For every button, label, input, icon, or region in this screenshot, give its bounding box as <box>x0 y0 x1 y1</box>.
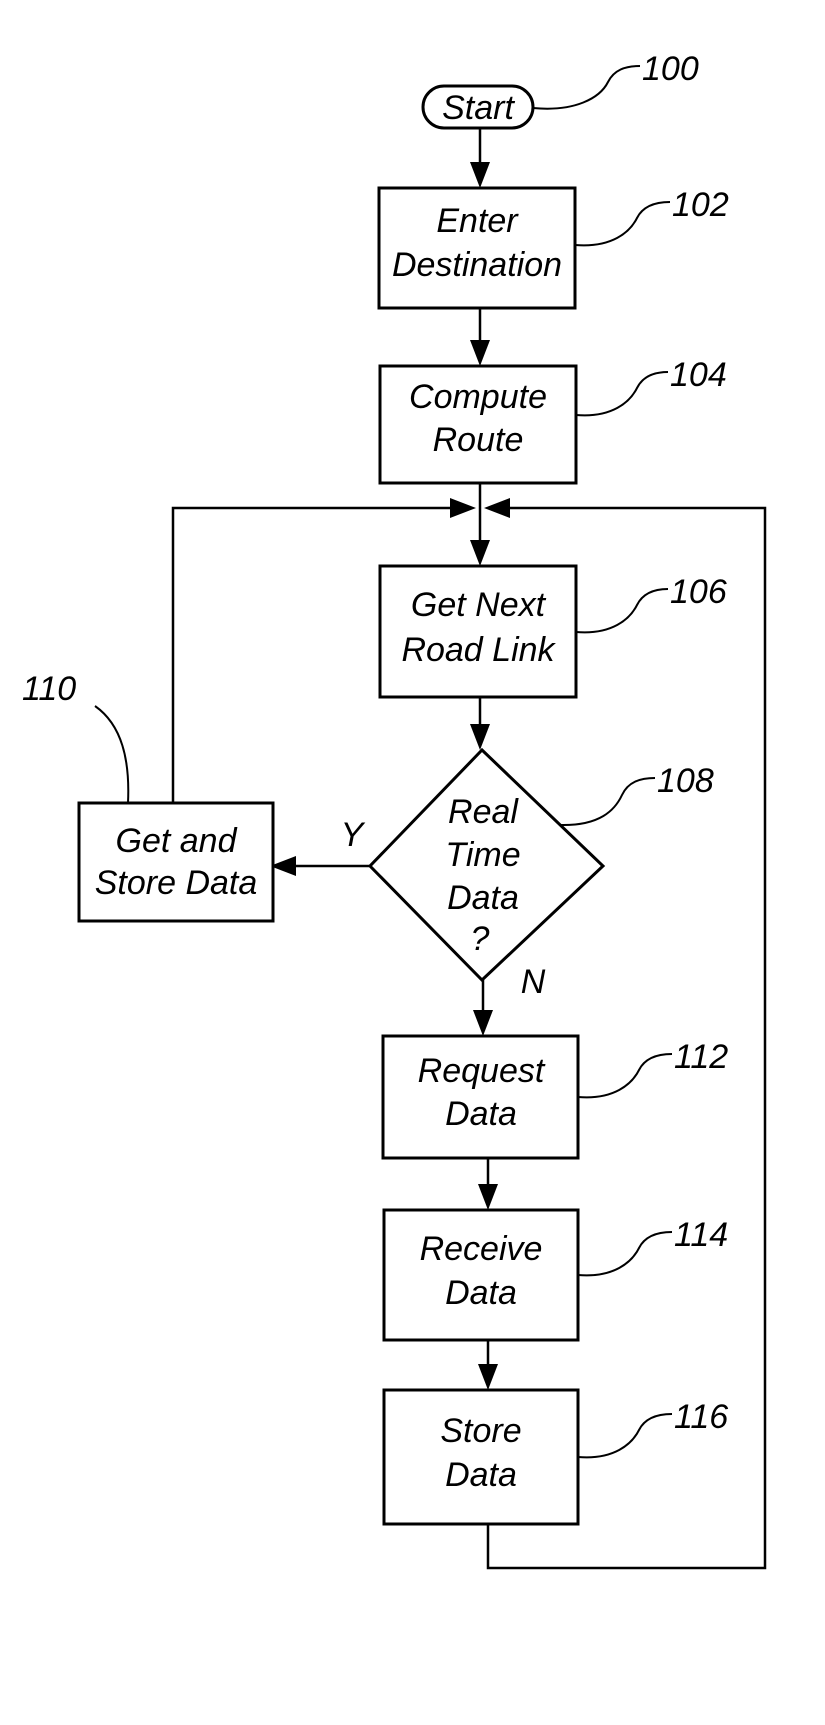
no-edge-label: N <box>521 963 546 1001</box>
leader-106 <box>576 589 668 632</box>
leader-112 <box>578 1054 672 1097</box>
ref-number-100: 100 <box>642 50 699 88</box>
ref-number-114: 114 <box>674 1216 728 1254</box>
store-data-line-1: Store <box>440 1412 521 1450</box>
node-receive-data: Receive Data <box>384 1210 578 1340</box>
request-data-line-1: Request <box>418 1052 546 1090</box>
ref-number-110: 110 <box>22 670 76 708</box>
ref-number-104: 104 <box>670 356 727 394</box>
node-get-next-road-link: Get Next Road Link <box>380 566 576 697</box>
store-data-line-2: Data <box>445 1456 517 1494</box>
leader-100 <box>533 66 640 109</box>
leader-102 <box>575 202 670 245</box>
start-label: Start <box>442 89 515 127</box>
node-request-data: Request Data <box>383 1036 578 1158</box>
arrowhead <box>473 1010 493 1036</box>
get-next-road-link-line-1: Get Next <box>411 586 547 624</box>
decision-line-2: Time <box>445 836 520 874</box>
decision-line-4: ? <box>471 920 490 958</box>
arrowhead <box>470 540 490 566</box>
leader-104 <box>576 372 668 415</box>
compute-route-line-2: Route <box>433 421 524 459</box>
decision-line-1: Real <box>448 793 519 831</box>
arrowhead <box>478 1184 498 1210</box>
receive-data-line-1: Receive <box>420 1230 543 1268</box>
leader-110 <box>95 706 128 803</box>
enter-destination-line-1: Enter <box>436 202 519 240</box>
node-enter-destination: Enter Destination <box>379 188 575 308</box>
get-next-road-link-line-2: Road Link <box>401 631 556 669</box>
decision-line-3: Data <box>447 879 519 917</box>
arrowhead <box>470 724 490 750</box>
node-get-and-store-data: Get and Store Data <box>79 803 273 921</box>
ref-number-106: 106 <box>670 573 727 611</box>
ref-number-108: 108 <box>657 762 714 800</box>
leader-108 <box>560 778 655 825</box>
yes-edge-label: Y <box>341 816 366 854</box>
enter-destination-line-2: Destination <box>392 246 562 284</box>
node-compute-route: Compute Route <box>380 366 576 483</box>
arrowhead <box>450 498 476 518</box>
arrowhead <box>470 340 490 366</box>
receive-data-line-2: Data <box>445 1274 517 1312</box>
get-and-store-data-line-1: Get and <box>116 822 238 860</box>
node-start: Start <box>423 86 533 128</box>
ref-number-102: 102 <box>672 186 729 224</box>
node-real-time-data-decision: Real Time Data ? <box>370 750 603 980</box>
ref-number-116: 116 <box>674 1398 728 1436</box>
get-and-store-data-box <box>79 803 273 921</box>
compute-route-line-1: Compute <box>409 378 547 416</box>
leader-114 <box>578 1232 672 1275</box>
arrowhead <box>484 498 510 518</box>
node-store-data: Store Data <box>384 1390 578 1524</box>
get-and-store-data-line-2: Store Data <box>95 864 258 902</box>
ref-number-112: 112 <box>674 1038 728 1076</box>
arrowhead <box>478 1364 498 1390</box>
leader-116 <box>578 1414 672 1457</box>
arrowhead <box>470 162 490 188</box>
request-data-line-2: Data <box>445 1095 517 1133</box>
